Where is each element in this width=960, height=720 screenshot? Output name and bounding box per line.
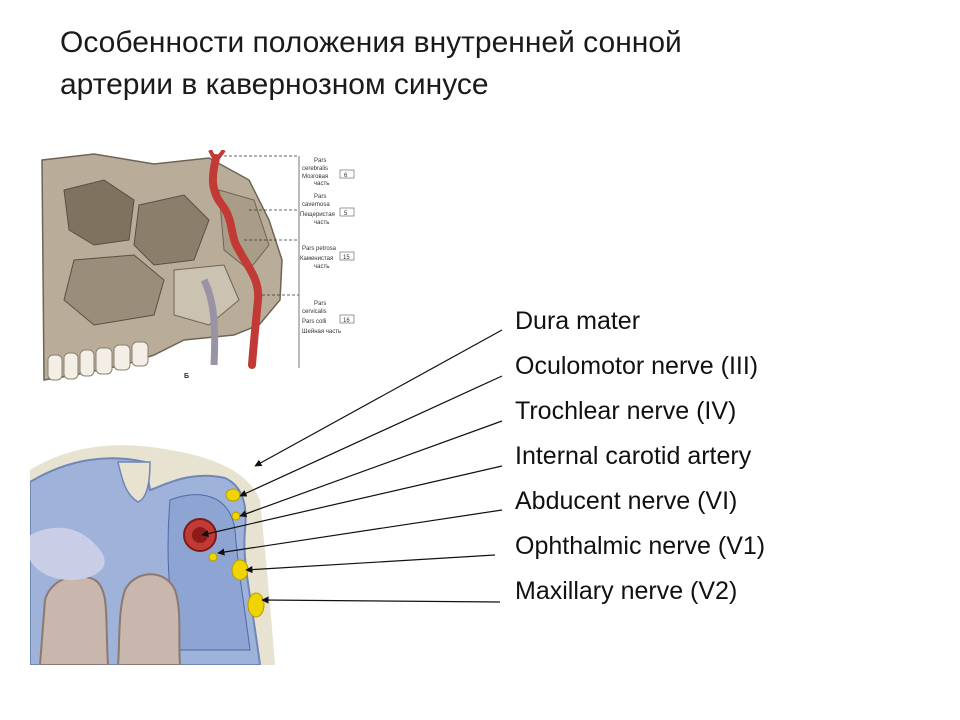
leader-dura-mater — [254, 329, 503, 467]
segment-4-ru2: Шейная часть — [302, 328, 341, 335]
leader-internal-carotid-artery — [201, 465, 503, 538]
segment-1-num: 6 — [344, 173, 348, 179]
leader-trochlear-nerve — [239, 420, 503, 518]
segment-legend: Pars cerebralis Мозговая часть 6 Pars ca… — [300, 158, 355, 335]
segment-2-ru2: часть — [314, 220, 329, 226]
segment-1-latin: Pars — [314, 158, 326, 164]
label-maxillary-nerve: Maxillary nerve (V2) — [515, 577, 738, 605]
segment-4-ru: Pars colli — [302, 319, 326, 325]
leader-maxillary-nerve — [261, 596, 501, 604]
title-line-2: артерии в кавернозном синусе — [60, 68, 489, 101]
segment-4-latin2: cervicalis — [302, 309, 327, 315]
leader-oculomotor-nerve — [239, 375, 503, 497]
segment-3-ru2: часть — [314, 264, 329, 270]
label-abducent-nerve: Abducent nerve (VI) — [515, 487, 738, 515]
leader-abducent-nerve — [217, 509, 503, 556]
title-line-1: Особенности положения внутренней сонной — [60, 26, 682, 59]
label-trochlear-nerve: Trochlear nerve (IV) — [515, 397, 737, 425]
label-internal-carotid-artery: Internal carotid artery — [515, 442, 752, 470]
skull-sagittal-illustration: Pars cerebralis Мозговая часть 6 Pars ca… — [34, 150, 355, 390]
slide-title: Особенности положения внутренней сонной … — [60, 22, 920, 106]
label-ophthalmic-nerve: Ophthalmic nerve (V1) — [515, 532, 766, 560]
segment-2-ru: Пещеристая — [300, 212, 335, 218]
label-oculomotor-nerve: Oculomotor nerve (III) — [515, 352, 759, 380]
segment-3-num: 15 — [343, 255, 350, 261]
leader-ophthalmic-nerve — [245, 554, 496, 574]
segment-1-ru2: часть — [314, 181, 329, 187]
segment-2-latin: Pars — [314, 194, 326, 200]
segment-2-num: 5 — [344, 211, 348, 217]
segment-4-latin: Pars — [314, 301, 326, 307]
maxillary-nerve-shape — [247, 592, 265, 618]
abducent-nerve-shape — [208, 552, 218, 562]
segment-1-latin2: cerebralis — [302, 166, 328, 172]
segment-3-latin: Pars petrosa — [302, 246, 337, 252]
figure-letter: Б — [184, 373, 189, 380]
segment-4-num: 16 — [343, 318, 350, 324]
segment-2-latin2: cavernosa — [302, 202, 330, 208]
cavernous-sinus-section — [30, 445, 275, 665]
label-dura-mater: Dura mater — [515, 307, 641, 335]
segment-1-ru: Мозговая — [302, 174, 328, 180]
segment-3-ru: Каменистая — [300, 256, 333, 262]
